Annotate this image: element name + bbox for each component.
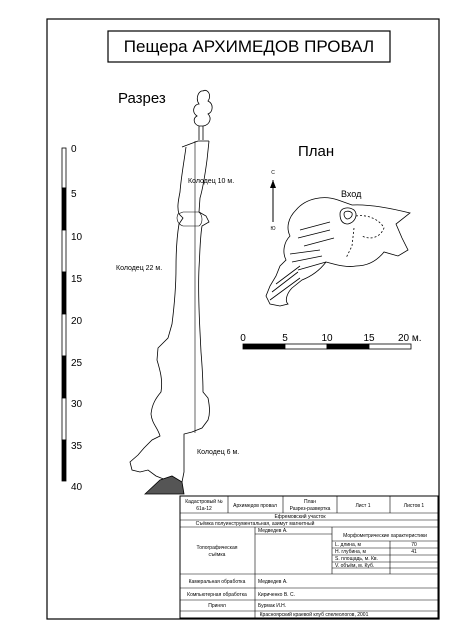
depth-tick: 20 — [71, 316, 83, 327]
depth-tick: 0 — [71, 144, 77, 155]
compass-north: С — [271, 170, 275, 176]
stamp-accepted-label: Принял — [208, 603, 226, 609]
plan-label: План — [298, 143, 334, 160]
stamp-doc-title-1: План — [304, 499, 316, 505]
plan-scale-tick: 5 — [282, 333, 288, 344]
section-label: Разрез — [118, 90, 166, 107]
entrance-label: Вход — [341, 189, 362, 199]
shaft-label-22m: Колодец 22 м. — [116, 265, 162, 272]
stamp-cameral-person: Медведев А. — [258, 579, 288, 585]
cave-section-drawing — [129, 89, 213, 483]
stamp-cameral-label: Камеральная обработка — [189, 579, 246, 585]
metric-label: H. глубина, м — [335, 549, 367, 555]
title-box — [107, 30, 391, 63]
stamp-sheets-total: Листов 1 — [404, 503, 425, 509]
stamp-cadastre-value: 61а-12 — [196, 506, 212, 512]
metric-value: 70 — [411, 542, 417, 548]
stamp-doc-title-2: Разрез-развертка — [290, 506, 331, 512]
plan-scale-tick: 0 — [240, 333, 246, 344]
stamp-morpho-header: Морфометрические характеристики — [343, 533, 427, 539]
shaft-label-10m: Колодец 10 м. — [188, 178, 234, 185]
stamp-area: Ефремовский участок — [274, 513, 326, 520]
metric-label: L. длина, м — [335, 542, 362, 548]
stamp-topo-label-1: Топографическая — [197, 545, 238, 551]
rubble-fill — [143, 475, 185, 495]
plan-scale-bar — [242, 343, 412, 350]
depth-tick: 5 — [71, 189, 77, 200]
depth-tick: 30 — [71, 399, 83, 410]
title-stamp — [179, 495, 439, 619]
stamp-cave-name: Архимедов провал — [233, 503, 277, 509]
stamp-computer-person: Кириченко В. С. — [258, 592, 295, 598]
stamp-accepted-person: Бурмак И.Н. — [258, 603, 286, 609]
plan-scale-tick: 15 — [363, 333, 375, 344]
depth-tick: 15 — [71, 274, 83, 285]
sheet-frame — [46, 18, 440, 620]
stamp-topo-person: Медведев А. — [258, 528, 288, 534]
metric-label: V. объём, м. Куб. — [335, 563, 374, 569]
stamp-sheet: Лист 1 — [355, 503, 370, 509]
north-arrow-icon — [270, 180, 276, 222]
depth-tick: 35 — [71, 441, 83, 452]
compass-south: Ю — [270, 226, 275, 232]
page-title: Пещера АРХИМЕДОВ ПРОВАЛ — [124, 37, 374, 56]
metric-label: S. площадь, м. Кв. — [335, 556, 378, 562]
shaft-label-6m: Колодец 6 м. — [197, 449, 239, 456]
plan-scale-tick: 20 м. — [398, 333, 422, 344]
stamp-computer-label: Компьютерная обработка — [187, 592, 247, 598]
cave-plan-drawing — [265, 197, 411, 307]
stamp-survey-type: Съёмка полуинструментальная, азимут магн… — [196, 520, 315, 527]
stamp-cadastre-label: Кадастровый № — [185, 498, 223, 505]
depth-tick: 10 — [71, 232, 83, 243]
depth-tick: 25 — [71, 358, 83, 369]
metric-value: 41 — [411, 549, 417, 555]
depth-scale — [61, 147, 67, 482]
depth-tick: 40 — [71, 482, 83, 493]
plan-scale-tick: 10 — [321, 333, 333, 344]
stamp-club: Красноярский краевой клуб спелеологов, 2… — [260, 611, 369, 618]
stamp-topo-label-2: съёмка — [209, 552, 226, 558]
